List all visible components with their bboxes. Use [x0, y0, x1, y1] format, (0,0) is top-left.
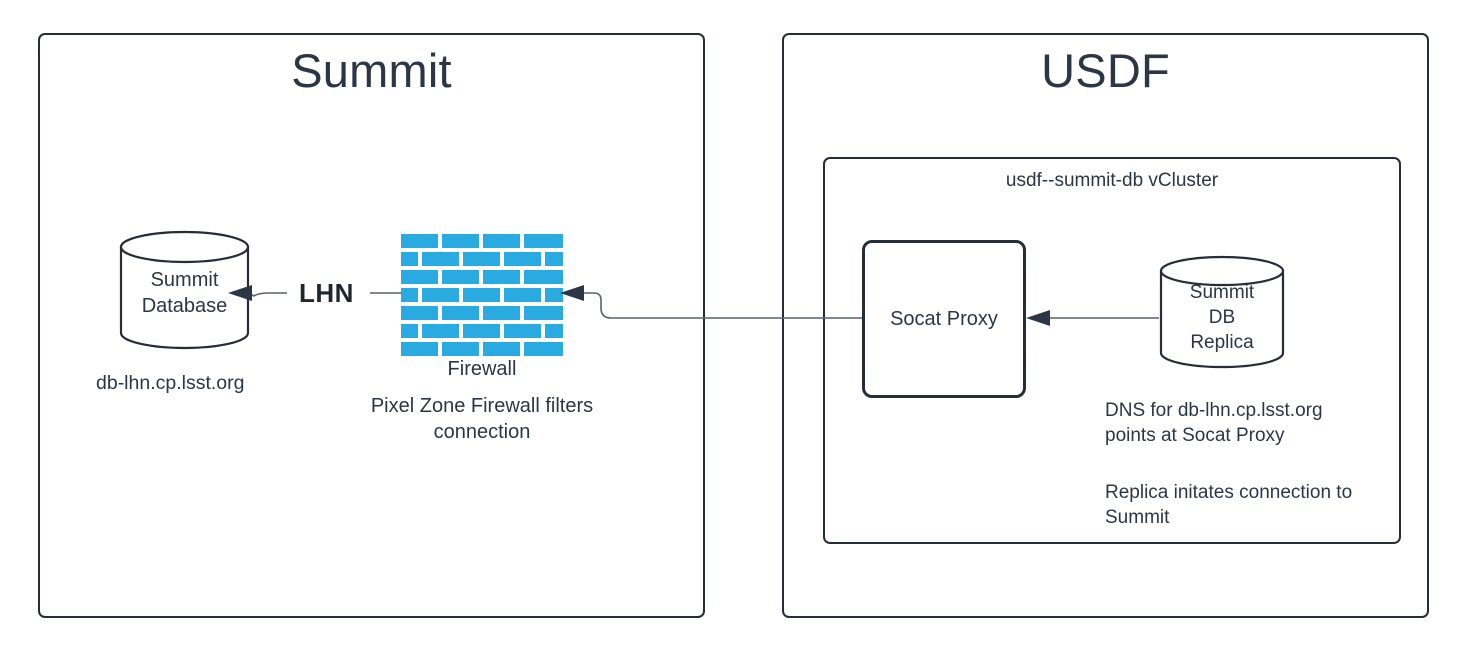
firewall-label: Firewall [447, 358, 517, 380]
replica-label-line3: Replica [1190, 332, 1254, 353]
summit-db-hostname-note: db-lhn.cp.lsst.org [96, 372, 245, 394]
summit-database-cylinder[interactable]: Summit Database [119, 230, 250, 350]
database-cylinder-icon [119, 230, 250, 350]
usdf-panel-title: USDF [1041, 44, 1170, 97]
lhn-link-label: LHN [296, 278, 357, 308]
replica-connection-note: Replica initates connection to Summit [1105, 482, 1353, 528]
summit-panel-title: Summit [291, 44, 452, 97]
firewall-brick-wall[interactable] [401, 234, 563, 358]
dns-note: DNS for db-lhn.cp.lsst.org points at Soc… [1105, 400, 1323, 446]
brick-wall-icon [401, 234, 563, 356]
database-cylinder-icon [1159, 255, 1285, 369]
replica-label-line1: Summit [1189, 282, 1255, 303]
vcluster-label: usdf--summit-db vCluster [1005, 170, 1219, 191]
socat-proxy-label: Socat Proxy [890, 307, 998, 330]
summit-database-label-line2: Database [141, 295, 228, 317]
replica-label-line2: DB [1208, 307, 1236, 328]
firewall-note: Pixel Zone Firewall filters connection [370, 395, 594, 443]
summit-database-label-line1: Summit [150, 269, 219, 291]
summit-db-replica-cylinder[interactable]: Summit DB Replica [1159, 255, 1285, 369]
socat-proxy-box[interactable]: Socat Proxy [862, 240, 1026, 398]
